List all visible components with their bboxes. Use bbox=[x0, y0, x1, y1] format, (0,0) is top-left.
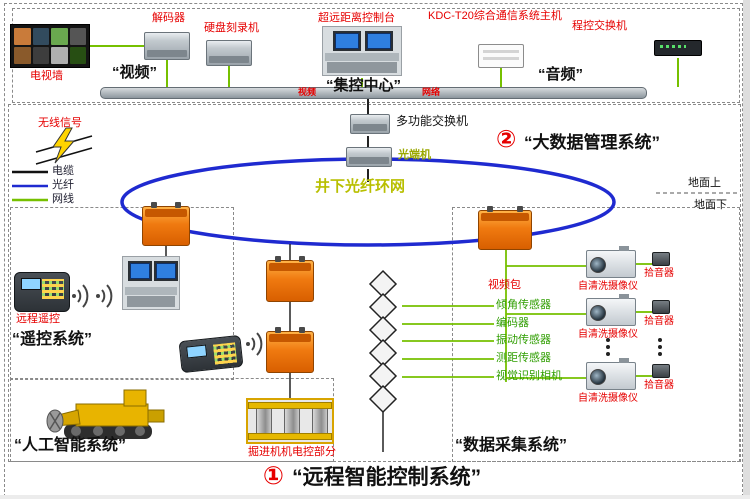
title-number: ① bbox=[262, 462, 285, 490]
legend-network-label: 网线 bbox=[52, 193, 74, 205]
camera3-icon bbox=[586, 358, 636, 390]
tv-wall-label: 电视墙 bbox=[30, 70, 63, 82]
daq-system-frame bbox=[452, 207, 740, 462]
pickup2-icon bbox=[652, 300, 670, 314]
pickup3-label: 拾音器 bbox=[644, 380, 674, 391]
legend-cable-label: 电缆 bbox=[52, 165, 74, 177]
camera1-icon bbox=[586, 246, 636, 278]
machine-electronics-icon bbox=[246, 398, 334, 444]
cable-drops-left bbox=[165, 244, 291, 398]
multifunction-switch-label: 多功能交换机 bbox=[396, 114, 469, 128]
control-console-icon bbox=[322, 26, 402, 76]
sensor-label-tilt: 倾角传感器 bbox=[496, 299, 551, 311]
sensor-chain-icon bbox=[368, 269, 398, 452]
pbx-icon bbox=[654, 40, 702, 56]
legend-fiber-label: 光纤 bbox=[52, 179, 74, 191]
network-lines-top bbox=[90, 45, 679, 88]
below-ground-label: 地面下 bbox=[694, 199, 727, 211]
camera2-icon bbox=[586, 294, 636, 326]
pickup1-icon bbox=[652, 252, 670, 266]
kdc-host-icon bbox=[478, 44, 524, 68]
video-pack-label: 视频包 bbox=[488, 279, 521, 291]
audio-group-title: “音频” bbox=[538, 66, 584, 83]
optical-terminal-label: 光端机 bbox=[398, 149, 431, 161]
decoder-icon bbox=[144, 32, 190, 60]
multifunction-switch-icon bbox=[350, 114, 390, 134]
camera1-label: 自清洗摄像仪 bbox=[578, 281, 638, 292]
kdc-host-label: KDC-T20综合通信系统主机 bbox=[428, 10, 562, 22]
wifi-icon bbox=[72, 284, 263, 356]
remote-system-title: “遥控系统” bbox=[12, 331, 93, 348]
mine-control-box-icon bbox=[142, 202, 190, 246]
ellipsis-cameras-icon bbox=[606, 338, 610, 356]
diagram-title: “远程智能控制系统” bbox=[292, 466, 482, 489]
camera2-label: 自清洗摄像仪 bbox=[578, 329, 638, 340]
bigdata-number: ② bbox=[496, 126, 517, 153]
mine-control-box3-icon bbox=[266, 327, 314, 373]
pickup1-label: 拾音器 bbox=[644, 268, 674, 279]
roadheader-icon bbox=[46, 389, 165, 439]
sensor-label-encoder: 编码器 bbox=[496, 317, 529, 329]
bus-tag-network: 网络 bbox=[422, 87, 441, 97]
above-ground-label: 地面上 bbox=[688, 177, 721, 189]
wireless-signal-label: 无线信号 bbox=[38, 117, 82, 129]
daq-system-title: “数据采集系统” bbox=[455, 437, 568, 454]
pickup3-icon bbox=[652, 364, 670, 378]
camera3-label: 自清洗摄像仪 bbox=[578, 393, 638, 404]
right-shadow bbox=[743, 0, 750, 499]
control-center-title: “集控中心” bbox=[326, 77, 402, 94]
fiber-ring-label: 井下光纤环网 bbox=[315, 178, 406, 195]
decoder-label: 解码器 bbox=[152, 12, 185, 24]
machine-electronics-label: 掘进机机电控部分 bbox=[248, 446, 336, 458]
mine-control-box2-icon bbox=[266, 256, 314, 302]
ai-system-title: “人工智能系统” bbox=[14, 437, 127, 454]
sensor-label-vision: 视觉识别相机 bbox=[496, 370, 562, 382]
optical-terminal-icon bbox=[346, 147, 392, 167]
remote-controller2-icon bbox=[178, 334, 244, 374]
bigdata-system-title: “大数据管理系统” bbox=[524, 133, 660, 152]
wireless-signal-icon bbox=[35, 127, 93, 165]
diagram-title-row: ① “远程智能控制系统” bbox=[0, 461, 744, 491]
bus-tag-video: 视频 bbox=[298, 87, 317, 97]
underground-section-frame bbox=[8, 104, 741, 462]
recorder-label: 硬盘刻录机 bbox=[204, 22, 259, 34]
pbx-label: 程控交换机 bbox=[572, 20, 627, 32]
video-group-title: “视频” bbox=[112, 64, 158, 81]
tv-wall-icon bbox=[10, 24, 90, 68]
operator-desk-icon bbox=[122, 256, 180, 310]
pickup2-label: 拾音器 bbox=[644, 316, 674, 327]
sensor-label-vibration: 振动传感器 bbox=[496, 334, 551, 346]
ellipsis-pickups-icon bbox=[658, 338, 662, 356]
console-label: 超远距离控制台 bbox=[318, 12, 395, 24]
bottom-shadow bbox=[0, 495, 750, 499]
recorder-icon bbox=[206, 40, 252, 66]
legend-lines bbox=[12, 170, 48, 202]
mine-control-box4-icon bbox=[478, 206, 532, 250]
remote-controller-icon bbox=[14, 272, 70, 312]
remote-controller-label: 远程遥控 bbox=[16, 313, 60, 325]
network-lines-daq bbox=[402, 250, 652, 382]
sensor-label-ranging: 测距传感器 bbox=[496, 352, 551, 364]
backbone-bus bbox=[100, 87, 647, 99]
